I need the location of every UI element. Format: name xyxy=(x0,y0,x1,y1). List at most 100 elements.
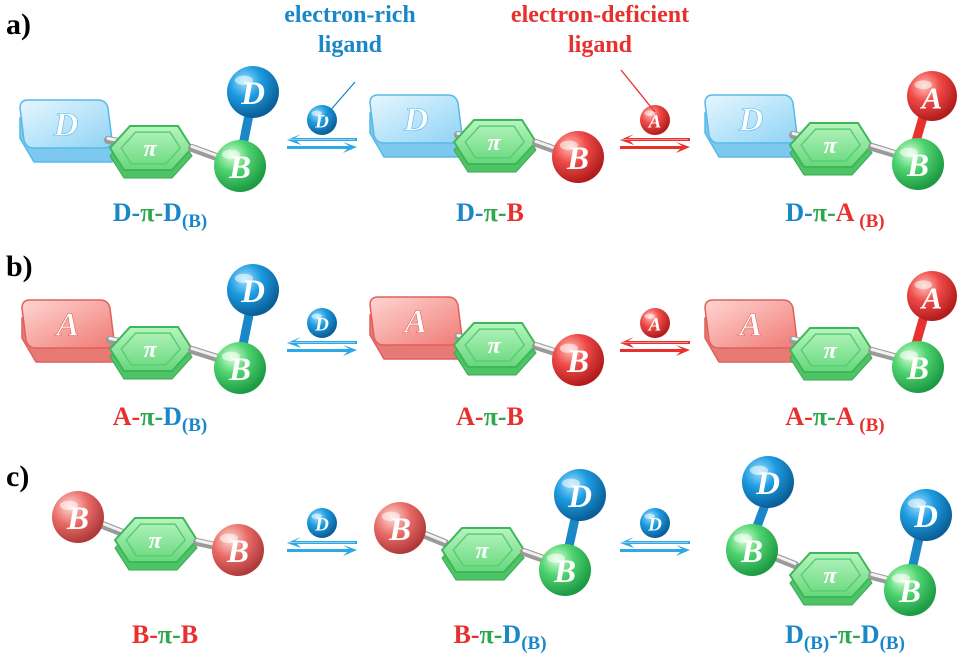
b1-pi-ring-pi: π xyxy=(143,337,157,363)
b3-acceptor-box: A xyxy=(704,299,798,363)
a-arrow-right xyxy=(620,134,690,153)
a1-pi-ring-pi: π xyxy=(143,136,157,162)
c2-part-3: - xyxy=(493,620,503,649)
b3-part-1: - xyxy=(804,402,813,431)
electron-deficient-line1: electron-deficient xyxy=(510,2,690,28)
label-b3: A-π-A (B) xyxy=(765,402,905,437)
c-arrow-left xyxy=(287,537,357,556)
a3-part-4: A xyxy=(835,198,855,227)
a2-part-2: π xyxy=(483,198,498,227)
b-arrow-left-ligand-ball-letter: D xyxy=(314,315,329,336)
a3-donor-box: D xyxy=(704,94,798,158)
b2-part-4: B xyxy=(506,402,524,431)
electron-deficient-ligand-caption: electron-deficient ligand xyxy=(490,0,710,60)
a2-donor-box: D xyxy=(369,94,463,158)
label-c2: B-π-D(B) xyxy=(430,620,570,655)
b1-part-2: π xyxy=(140,402,155,431)
c1-part-3: - xyxy=(172,620,181,649)
b2-part-3: - xyxy=(497,402,507,431)
c2-boron-left-letter: B xyxy=(388,512,411,548)
b2-part-1: - xyxy=(474,402,484,431)
b2-part-0: A xyxy=(456,402,475,431)
c3-pi-ring: π xyxy=(788,552,874,606)
a3-part-3: - xyxy=(827,198,836,227)
b1-part-3: - xyxy=(154,402,164,431)
b2-pi-ring: π xyxy=(452,322,538,376)
c-arrow-right xyxy=(620,537,690,556)
c2-donor-ball-letter: D xyxy=(567,479,592,515)
a3-acceptor-ball: A xyxy=(907,71,957,121)
a3-donor-box-letter: D xyxy=(738,102,764,139)
b-arrow-left xyxy=(287,337,357,356)
label-b2: A-π-B xyxy=(430,402,550,432)
a2-part-0: D xyxy=(456,198,475,227)
label-a2: D-π-B xyxy=(430,198,550,228)
a-arrow-left xyxy=(287,134,357,153)
a3-pi-ring-pi: π xyxy=(823,133,837,159)
a2-part-1: - xyxy=(474,198,484,227)
c2-part-5: (B) xyxy=(521,633,547,654)
label-a3: D-π-A (B) xyxy=(765,198,905,233)
b1-acceptor-box-letter: A xyxy=(55,307,80,344)
a1-boron-ball-letter: B xyxy=(228,150,251,186)
b3-part-4: A xyxy=(835,402,855,431)
electron-rich-line1: electron-rich xyxy=(284,2,416,28)
b3-acceptor-box-letter: A xyxy=(738,307,763,344)
c2-pi-ring-pi: π xyxy=(475,538,489,564)
b3-pi-ring-pi: π xyxy=(823,338,837,364)
b2-acceptor-box: A xyxy=(369,296,463,360)
a3-boron-ball-letter: B xyxy=(906,148,929,184)
c1-boron-left: B xyxy=(52,491,104,543)
label-c1: B-π-B xyxy=(110,620,220,650)
c3-donor-right: D xyxy=(900,489,952,541)
c1-pi-ring: π xyxy=(113,517,199,571)
b1-boron-ball: B xyxy=(214,342,266,394)
b-arrow-right xyxy=(620,337,690,356)
a1-donor-ball-letter: D xyxy=(240,76,265,112)
a2-part-3: - xyxy=(497,198,507,227)
a1-part-1: - xyxy=(131,198,141,227)
a1-part-3: - xyxy=(154,198,164,227)
c3-donor-left: D xyxy=(742,456,794,508)
a-arrow-right-ligand-ball: A xyxy=(640,105,670,135)
rich-ligand-pointer xyxy=(321,81,356,121)
a2-donor-box-letter: D xyxy=(403,102,429,139)
c-arrow-left-ligand-ball-letter: D xyxy=(314,515,329,536)
electron-rich-ligand-caption: electron-rich ligand xyxy=(275,0,425,60)
a1-donor-box-letter: D xyxy=(53,107,79,144)
c1-boron-left-letter: B xyxy=(66,501,89,537)
c3-boron-right: B xyxy=(884,564,936,616)
c2-pi-ring: π xyxy=(440,527,526,581)
b1-part-5: (B) xyxy=(181,415,208,436)
c3-boron-right-letter: B xyxy=(898,574,921,610)
c3-part-4: - xyxy=(852,620,861,649)
c1-part-4: B xyxy=(180,620,199,649)
b-arrow-right-ligand-ball-letter: A xyxy=(648,315,662,336)
c1-part-2: π xyxy=(157,620,173,649)
b3-part-5: (B) xyxy=(854,415,885,436)
c3-donor-right-letter: D xyxy=(913,499,938,535)
a3-boron-ball: B xyxy=(892,138,944,190)
b2-pi-ring-pi: π xyxy=(487,333,501,359)
a1-part-2: π xyxy=(140,198,155,227)
b3-boron-ball: B xyxy=(892,341,944,393)
a3-part-5: (B) xyxy=(854,211,885,232)
a1-donor-ball: D xyxy=(227,66,279,118)
label-a1: D-π-D(B) xyxy=(95,198,225,233)
c1-pi-ring-pi: π xyxy=(148,528,162,554)
c2-part-0: B xyxy=(453,620,471,649)
label-c3: D(B)-π-D(B) xyxy=(755,620,935,655)
c3-donor-left-letter: D xyxy=(755,466,780,502)
electron-rich-line2: ligand xyxy=(317,32,383,58)
b2-boron-ball: B xyxy=(552,334,604,386)
c3-pi-ring-pi: π xyxy=(823,563,837,589)
b2-acceptor-box-letter: A xyxy=(403,304,428,341)
b1-part-1: - xyxy=(131,402,141,431)
a2-pi-ring: π xyxy=(452,119,538,173)
a1-donor-box: D xyxy=(19,99,113,163)
a1-part-0: D xyxy=(112,198,132,227)
c-arrow-right-ligand-ball: D xyxy=(640,508,670,538)
panel-letter-b: b) xyxy=(6,250,33,283)
c3-boron-left: B xyxy=(726,524,778,576)
a2-pi-ring-pi: π xyxy=(487,130,501,156)
